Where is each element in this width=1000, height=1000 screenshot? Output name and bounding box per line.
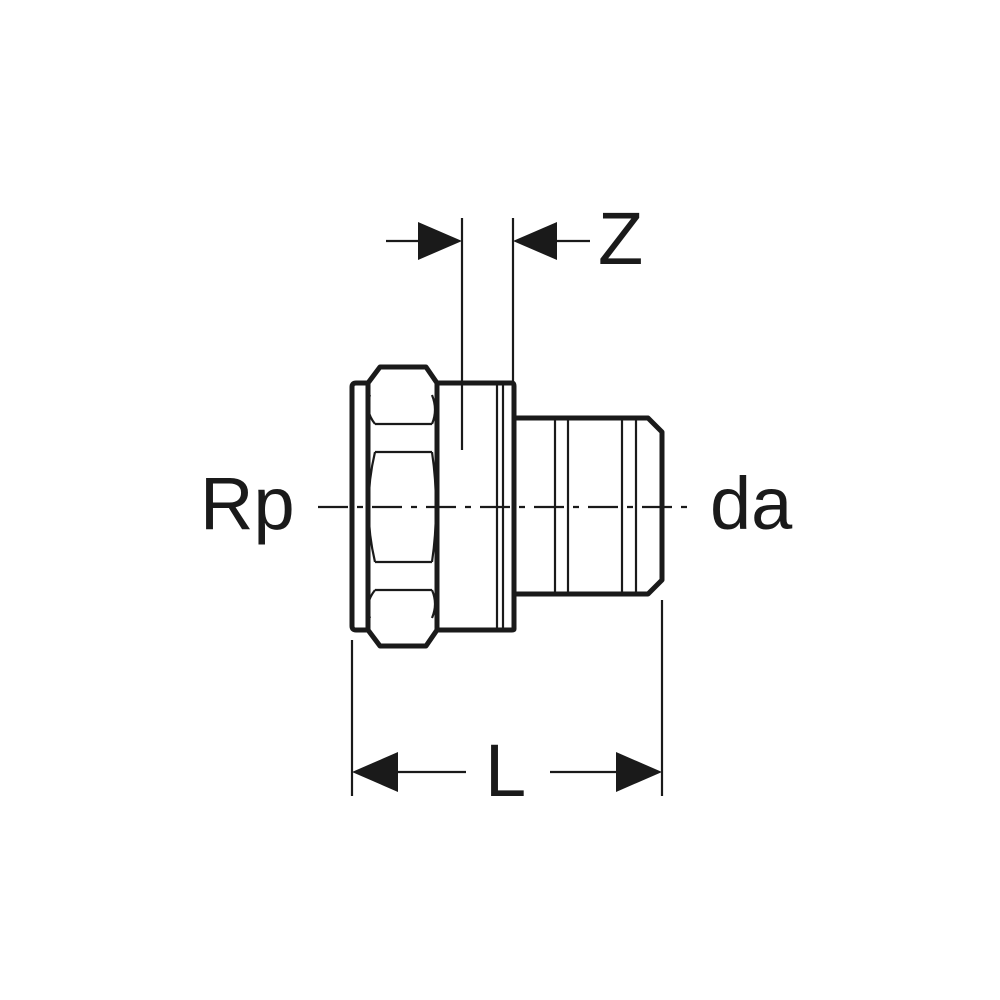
hex-nut xyxy=(365,364,440,649)
sleeve-base xyxy=(437,380,517,633)
label-l: L xyxy=(485,729,526,812)
z-arrow-left xyxy=(418,222,462,260)
thread-collar xyxy=(349,380,368,633)
l-arrow-right xyxy=(616,752,662,792)
l-arrow-left xyxy=(352,752,398,792)
label-da: da xyxy=(710,462,793,545)
hex-curve xyxy=(366,589,376,619)
z-arrow-right xyxy=(513,222,557,260)
l-dimension xyxy=(350,600,664,796)
label-z: Z xyxy=(598,197,643,280)
hex-curve xyxy=(430,394,437,425)
hex-curve xyxy=(366,394,376,425)
label-rp: Rp xyxy=(200,462,295,545)
hex-curve xyxy=(367,451,377,563)
z-dimension xyxy=(386,218,590,450)
hex-curve xyxy=(430,589,437,619)
